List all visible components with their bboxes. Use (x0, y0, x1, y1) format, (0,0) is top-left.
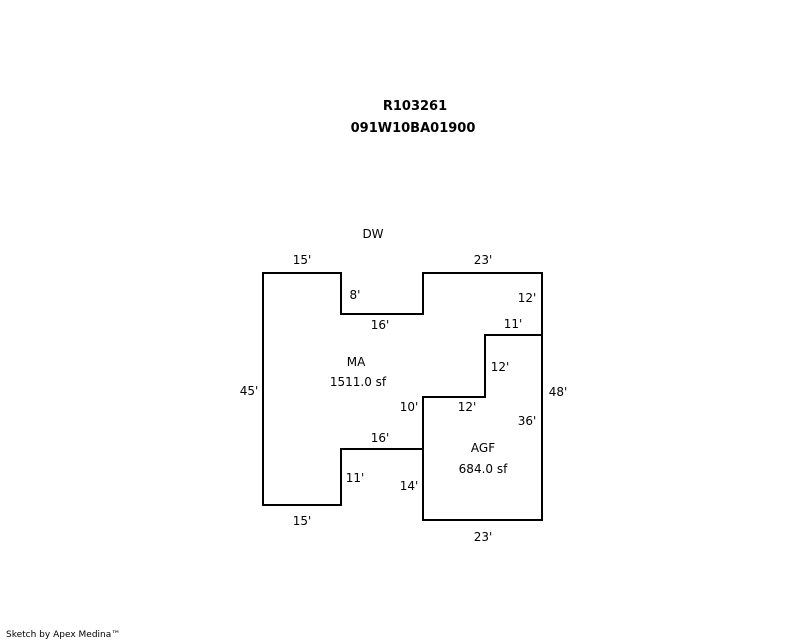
agf-area: 684.0 sf (459, 462, 508, 476)
dim-ma-top: 15' (293, 253, 312, 267)
parcel-id: R103261 (383, 99, 447, 114)
dw-label: DW (362, 227, 383, 241)
dim-ma-lower-right: 11' (346, 471, 365, 485)
dim-mid-step-width: 12' (458, 400, 477, 414)
ma-area: 1511.0 sf (330, 375, 387, 389)
dim-top-right-height: 12' (518, 291, 537, 305)
dim-agf-inner-height: 36' (518, 414, 537, 428)
dim-ma-step-upper: 10' (400, 400, 419, 414)
dim-agf-left: 14' (400, 479, 419, 493)
dim-ma-notch-width: 16' (371, 318, 390, 332)
map-number: 091W10BA01900 (351, 121, 476, 136)
dim-ma-left: 45' (240, 384, 259, 398)
agf-code: AGF (471, 441, 495, 455)
agf-outline (422, 335, 543, 521)
dim-ma-step-lower-width: 16' (371, 431, 390, 445)
ma-outline (262, 272, 543, 506)
dim-agf-bottom: 23' (474, 530, 493, 544)
dim-ma-bottom: 15' (293, 514, 312, 528)
dim-right-total: 48' (549, 385, 568, 399)
dim-upper-step-height: 12' (491, 360, 510, 374)
dim-top-right-width: 23' (474, 253, 493, 267)
dim-upper-step-width: 11' (504, 317, 523, 331)
ma-code: MA (347, 355, 366, 369)
dim-ma-notch-depth: 8' (350, 288, 361, 302)
footer-credit: Sketch by Apex Medina™ (6, 630, 120, 640)
